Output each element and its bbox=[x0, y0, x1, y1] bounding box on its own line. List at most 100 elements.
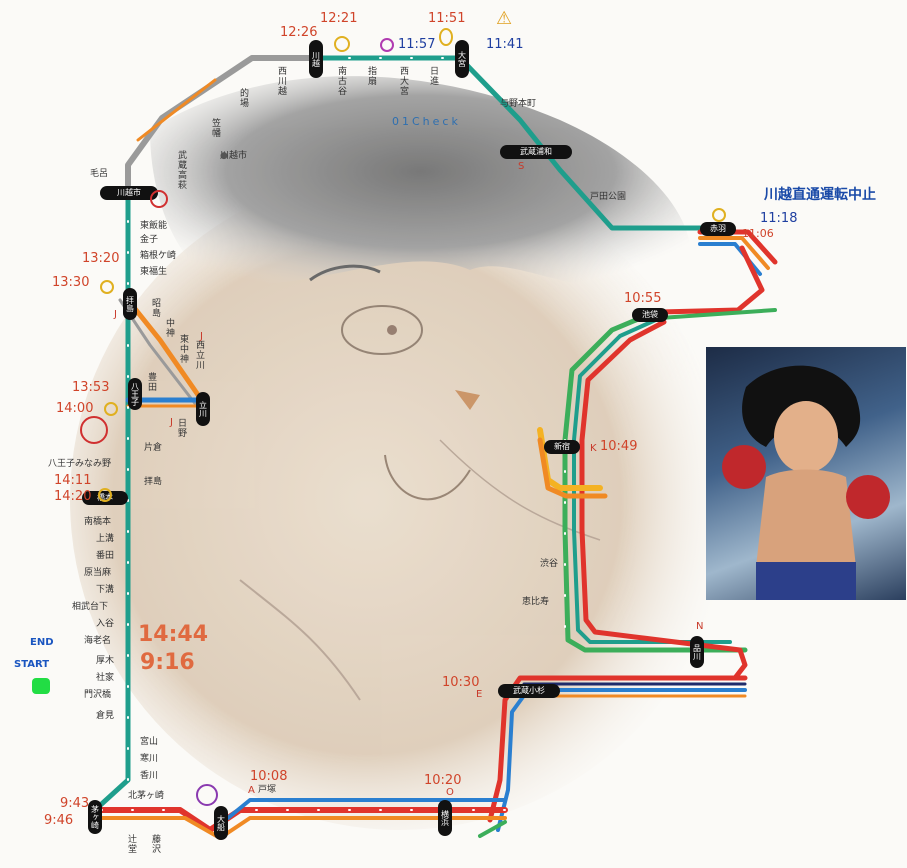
station-pill-hachioji[interactable]: 八王子 bbox=[128, 378, 142, 410]
current-time: 14:44 bbox=[138, 622, 209, 647]
check-marker-icon: ● bbox=[220, 151, 228, 161]
station-pill-shinjuku[interactable]: 新宿 bbox=[544, 440, 580, 454]
boxer-illustration bbox=[706, 347, 906, 600]
time-label: 9:43 bbox=[60, 796, 90, 811]
station-name: 片倉 bbox=[144, 443, 163, 453]
station-pill-chigasaki[interactable]: 茅ヶ崎 bbox=[88, 800, 102, 834]
start-marker-icon bbox=[32, 678, 50, 694]
station-pill-musashi-urawa[interactable]: 武蔵浦和 bbox=[500, 145, 572, 159]
marker-circle-icon bbox=[98, 488, 112, 502]
marker-circle-icon bbox=[712, 208, 726, 222]
station-name: 指扇 bbox=[366, 66, 376, 86]
station-name: 東飯能 bbox=[140, 221, 168, 231]
station-pill-kawagoe[interactable]: 川越市 bbox=[100, 186, 158, 200]
time-label: 10:55 bbox=[624, 291, 662, 306]
line-letter: E bbox=[476, 689, 483, 700]
line-letter: K bbox=[590, 443, 597, 454]
station-name: 南古谷 bbox=[336, 66, 346, 96]
station-name: 東中神 bbox=[178, 334, 188, 364]
check-label: 01Check bbox=[392, 115, 461, 128]
station-name: 藤沢 bbox=[150, 834, 160, 854]
station-pill-ofuna[interactable]: 大船 bbox=[214, 806, 228, 840]
station-name: 社家 bbox=[96, 673, 115, 683]
time-label: 14:20 bbox=[54, 489, 92, 504]
station-name: 南橋本 bbox=[84, 517, 112, 527]
time-label: 11:18 bbox=[760, 211, 798, 226]
station-name: 恵比寿 bbox=[522, 597, 550, 607]
station-name: 辻堂 bbox=[126, 834, 136, 854]
clock-icon bbox=[150, 190, 168, 208]
station-name: 入谷 bbox=[96, 619, 115, 629]
station-pill-kawagoe-top[interactable]: 川越 bbox=[309, 40, 323, 78]
station-name: 倉見 bbox=[96, 711, 115, 721]
station-name: 下溝 bbox=[96, 585, 115, 595]
clock-icon bbox=[80, 416, 108, 444]
station-name: 門沢橋 bbox=[84, 690, 112, 700]
face-drawing bbox=[70, 76, 730, 830]
line-letter: J bbox=[114, 309, 117, 320]
station-pill-musashikosugi[interactable]: 武蔵小杉 bbox=[498, 684, 560, 698]
station-name: 海老名 bbox=[84, 636, 112, 646]
station-pill-ikebukuro[interactable]: 池袋 bbox=[632, 308, 668, 322]
station-name: 金子 bbox=[140, 235, 159, 245]
time-label: 13:53 bbox=[72, 380, 110, 395]
station-pill-haijima[interactable]: 拝島 bbox=[123, 288, 137, 320]
time-label: 9:46 bbox=[44, 813, 74, 828]
station-name: 番田 bbox=[96, 551, 115, 561]
time-label: 11:06 bbox=[742, 227, 774, 240]
station-name: 香川 bbox=[140, 771, 159, 781]
station-name: 戸田公園 bbox=[590, 192, 627, 202]
end-label: END bbox=[30, 637, 54, 648]
station-name: 日野 bbox=[176, 418, 186, 438]
station-name: 東福生 bbox=[140, 267, 168, 277]
station-name: 厚木 bbox=[96, 656, 115, 666]
station-name: 日進 bbox=[428, 66, 438, 86]
line-letter: J bbox=[200, 331, 203, 342]
station-name: 西立川 bbox=[194, 340, 204, 370]
time-label: 12:21 bbox=[320, 11, 358, 26]
time-label: 13:30 bbox=[52, 275, 90, 290]
pill-label: 川越市 bbox=[117, 188, 141, 197]
station-name: 中神 bbox=[164, 318, 174, 338]
station-name: 八王子みなみ野 bbox=[48, 459, 112, 469]
marker-circle-icon bbox=[439, 28, 453, 46]
station-name: 笠幡 bbox=[210, 118, 220, 138]
station-name: 武蔵高萩 bbox=[176, 150, 186, 190]
station-pill-yokohama[interactable]: 横浜 bbox=[438, 800, 452, 836]
station-name: 西川越 bbox=[276, 66, 286, 96]
station-name: 与野本町 bbox=[500, 99, 537, 109]
station-name: 上溝 bbox=[96, 534, 115, 544]
marker-circle-icon bbox=[104, 402, 118, 416]
station-name: 戸塚 bbox=[258, 785, 277, 795]
station-pill-shinagawa[interactable]: 品川 bbox=[690, 636, 704, 668]
station-name: 箱根ケ崎 bbox=[140, 251, 177, 261]
time-label: 10:08 bbox=[250, 769, 288, 784]
station-pill-omiya[interactable]: 大宮 bbox=[455, 40, 469, 78]
marker-circle-icon bbox=[334, 36, 350, 52]
time-label: 13:20 bbox=[82, 251, 120, 266]
station-pill-akabane[interactable]: 赤羽 bbox=[700, 222, 736, 236]
clock-icon bbox=[380, 38, 394, 52]
time-label: 10:49 bbox=[600, 439, 638, 454]
boxer-figure bbox=[722, 365, 890, 600]
time-label: 11:57 bbox=[398, 37, 436, 52]
station-name: 相武台下 bbox=[72, 602, 109, 612]
time-label: 10:20 bbox=[424, 773, 462, 788]
time-label: 11:41 bbox=[486, 37, 524, 52]
time-label: 11:51 bbox=[428, 11, 466, 26]
station-name: 西大宮 bbox=[398, 66, 408, 96]
time-label: 14:11 bbox=[54, 473, 92, 488]
warning-icon: ⚠ bbox=[496, 8, 513, 29]
station-name: 豊田 bbox=[146, 372, 156, 392]
line-letter: J bbox=[170, 417, 173, 428]
station-name: 的場 bbox=[238, 88, 248, 108]
line-letter: A bbox=[248, 785, 255, 796]
station-name: 昭島 bbox=[150, 298, 160, 318]
station-name: 毛呂 bbox=[90, 169, 109, 179]
time-label: 12:26 bbox=[280, 25, 318, 40]
station-name: 渋谷 bbox=[540, 559, 559, 569]
station-pill-tachikawa[interactable]: 立川 bbox=[196, 392, 210, 426]
line-letter: N bbox=[696, 621, 704, 632]
station-name: 拝島 bbox=[144, 477, 163, 487]
